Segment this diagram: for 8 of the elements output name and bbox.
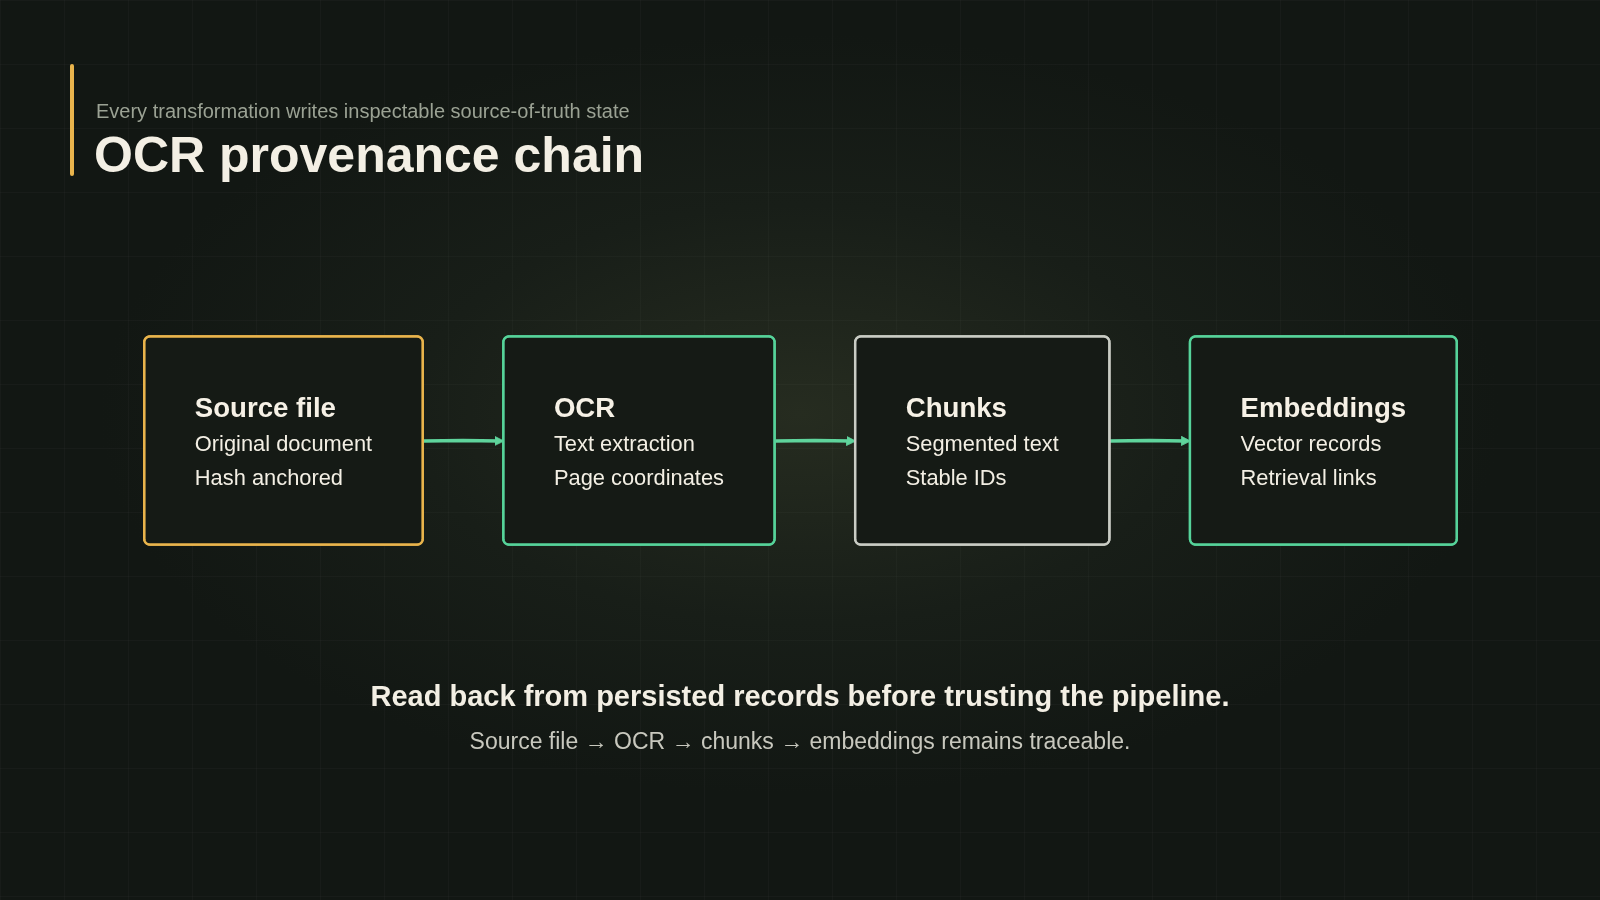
process-box: Embeddings Vector records Retrieval links: [1188, 334, 1458, 546]
process-box: Chunks Segmented text Stable IDs: [853, 334, 1111, 546]
flow-summary: Source file → OCR → chunks → embeddings remains traceable.: [469, 728, 1131, 754]
caption: Read back from persisted records before trusting the pipeline.: [370, 680, 1230, 712]
diagram-title: OCR provenance chain: [94, 126, 645, 184]
process-box: OCR Text extraction Page coordinates: [501, 334, 776, 546]
subtitle: Every transformation writes inspectable source-of-truth state: [96, 100, 630, 123]
process-box: Source file Original document Hash anchored: [142, 334, 424, 546]
